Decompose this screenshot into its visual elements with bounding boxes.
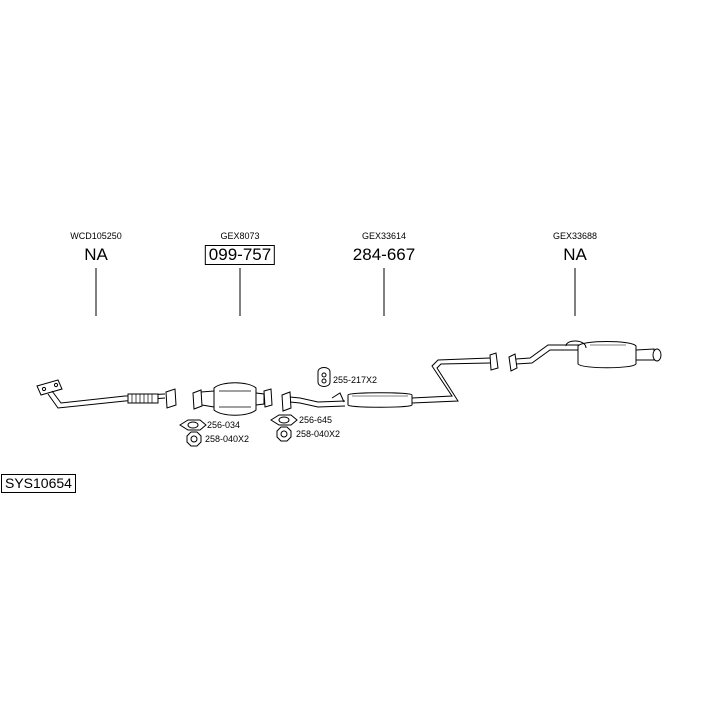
leader-lines [95, 268, 576, 316]
center-pipe-tube [289, 396, 346, 403]
fitting-label-rubber-mount[interactable]: 255-217X2 [333, 375, 378, 385]
middle-silencer-icon [347, 392, 413, 408]
fitting-label-nut-2[interactable]: 258-040X2 [296, 429, 341, 439]
flex-joint-icon [127, 393, 159, 404]
flange-hole [53, 382, 59, 388]
part-number-catalytic-converter[interactable]: 099-757 [204, 245, 276, 265]
hanger-bracket-icon [331, 392, 345, 403]
system-id-label: SYS10654 [1, 474, 76, 493]
tailpipe-tip-icon [652, 348, 662, 362]
front-pipe-flange-icon [36, 379, 63, 396]
muffler-inlet-curl [565, 340, 587, 349]
rear-pipe-tube [515, 349, 578, 365]
center-pipe [281, 352, 499, 412]
fitting-label-nut-1[interactable]: 258-040X2 [205, 434, 250, 444]
part-number-rear-muffler[interactable]: NA [563, 245, 587, 264]
part-number-front-pipe[interactable]: NA [84, 245, 108, 264]
fitting-label-gasket-1[interactable]: 256-034 [207, 420, 241, 430]
rear-muffler [508, 340, 662, 372]
cat-inlet-flange-icon [192, 389, 203, 410]
gasket-icon [270, 414, 298, 426]
oe-code-catalytic-converter: GEX8073 [220, 231, 260, 241]
flex-joint-ribs [131, 394, 153, 403]
center-pipe-rear-tube [411, 357, 491, 399]
cat-inlet-cone [200, 390, 215, 408]
oe-code-center-pipe: GEX33614 [361, 231, 407, 241]
cat-outlet-flange-icon [263, 388, 273, 408]
oe-code-front-pipe: WCD105250 [70, 231, 122, 241]
flange-hole [41, 386, 47, 392]
nut-icon [186, 431, 202, 447]
rear-muffler-body-icon [577, 341, 637, 369]
tailpipe-icon [635, 348, 655, 361]
front-pipe [36, 379, 177, 409]
nut-icon [276, 426, 292, 442]
oe-code-rear-muffler: GEX33688 [552, 231, 598, 241]
catalytic-converter [192, 382, 273, 416]
cat-outlet-cone [255, 392, 265, 406]
catalytic-converter-body-icon [213, 382, 257, 416]
part-number-center-pipe[interactable]: 284-667 [352, 245, 416, 264]
rubber-mount-icon [317, 367, 331, 387]
rear-inlet-flange-icon [508, 353, 518, 372]
front-pipe-outlet-flange-icon [165, 388, 177, 409]
center-pipe-tube [289, 401, 346, 408]
fittings [179, 367, 331, 447]
center-pipe-outlet-flange-icon [489, 352, 499, 371]
rear-pipe-tube [515, 344, 580, 360]
center-pipe-inlet-flange-icon [281, 391, 292, 412]
center-pipe-rear-tube [411, 362, 491, 404]
gasket-icon [179, 419, 207, 431]
fitting-label-gasket-2[interactable]: 256-645 [299, 415, 333, 425]
